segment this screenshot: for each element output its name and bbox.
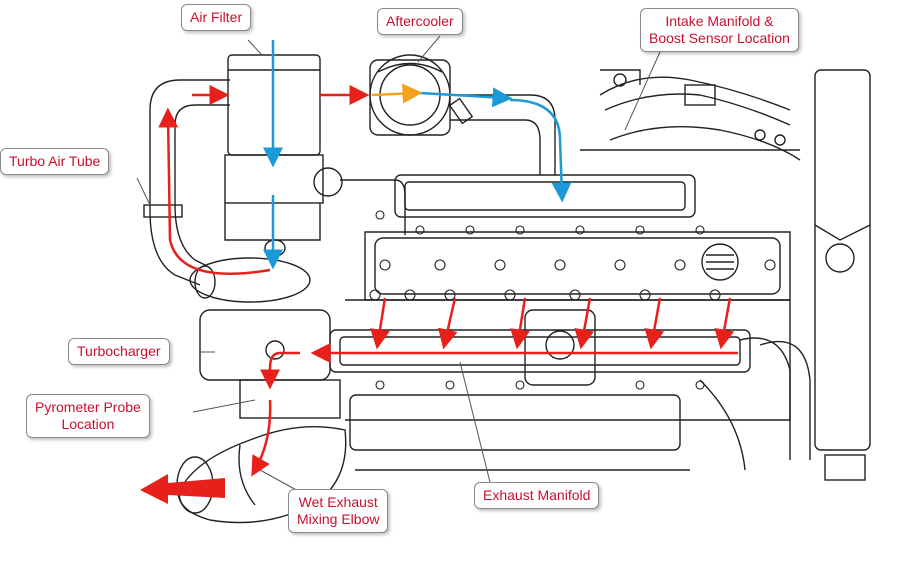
exhaust-flow [158,85,738,477]
turbo-air-tube-label-text: Turbo Air Tube [9,153,101,169]
turbocharger-label-text: Turbocharger [77,343,161,359]
aftercooler-label: Aftercooler [377,8,463,35]
turbo-air-tube-arrow [158,107,271,275]
wet-exhaust-label: Wet Exhaust Mixing Elbow [288,489,389,533]
turbocharger-label: Turbocharger [68,338,170,365]
exhaust-port-arrow-3 [510,297,530,350]
intake-flow [263,40,572,270]
exhaust-port-arrow-6 [714,297,735,350]
aftercooler-outflow-arrow [419,87,513,108]
intake-manifold-label: Intake Manifold & Boost Sensor Location [640,8,799,52]
aftercooler-label-text: Aftercooler [386,13,454,29]
intake-manifold-label-line2: Boost Sensor Location [649,30,790,46]
engine-outline [143,54,871,524]
pyrometer-probe-label-line1: Pyrometer Probe [35,399,141,415]
bolt-details [369,210,776,390]
exhaust-manifold-label-text: Exhaust Manifold [483,487,591,503]
turbo-exhaust-arrow [260,351,300,390]
air-filter-label-text: Air Filter [190,9,243,25]
wet-elbow-arrow [251,399,272,477]
exhaust-port-arrow-4 [574,297,595,350]
exhaust-port-arrow-2 [438,297,458,350]
exhaust-outlet-arrow [140,474,225,504]
exhaust-port-arrow-1 [370,297,390,350]
wet-exhaust-label-line1: Wet Exhaust [298,494,378,510]
exhaust-port-arrow-5 [644,297,665,350]
exhaust-manifold-label: Exhaust Manifold [474,482,600,509]
wet-exhaust-label-line2: Mixing Elbow [297,511,380,527]
charge-air-arrow [371,83,423,104]
intake-manifold-arrow [509,98,572,203]
turbo-air-tube-label: Turbo Air Tube [0,148,110,175]
intake-manifold-label-line1: Intake Manifold & [665,13,774,29]
charge-air-flow [371,83,423,104]
air-filter-label: Air Filter [181,4,252,31]
pyrometer-probe-label-line2: Location [61,416,115,432]
pyrometer-probe-label: Pyrometer Probe Location [26,394,150,438]
